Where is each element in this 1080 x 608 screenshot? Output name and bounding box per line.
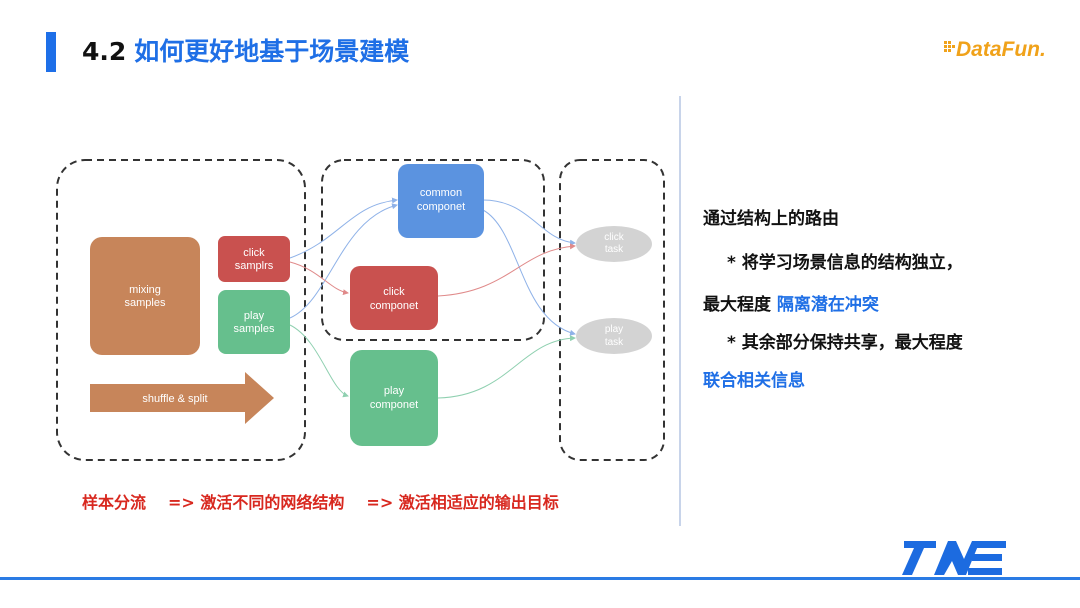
mixing-samples-label-2: samples — [125, 297, 166, 309]
right-heading: 通过结构上的路由 — [703, 209, 839, 229]
diagram-caption: 样本分流 => 激活不同的网络结构 => 激活相适应的输出目标 — [82, 489, 581, 513]
click-componet-label-2: componet — [370, 300, 418, 312]
click-task-label-2: task — [605, 244, 624, 255]
edge-play-to-common — [289, 203, 398, 319]
logo-text: DataFun. — [956, 38, 1046, 61]
caption-part-1: 样本分流 — [82, 493, 147, 512]
input-group-box — [56, 159, 306, 461]
mixing-samples-label-1: mixing — [129, 284, 161, 296]
common-componet-label-2: componet — [417, 201, 465, 213]
title-number: 4.2 — [82, 37, 127, 66]
datafun-logo: DataFun. — [944, 38, 1046, 61]
play-samples-label-2: samples — [234, 323, 275, 335]
play-componet-node — [350, 350, 438, 446]
play-task-label-2: task — [605, 337, 624, 348]
click-samples-node — [218, 236, 290, 282]
mixing-samples-node — [90, 237, 200, 355]
right-point-1-prefix: 最大程度 — [703, 295, 777, 315]
click-componet-node — [350, 266, 438, 330]
common-componet-node — [398, 164, 484, 238]
tme-logo — [902, 541, 1006, 575]
caption-part-3: => 激活相适应的输出目标 — [366, 493, 559, 512]
click-task-node — [576, 226, 652, 262]
play-samples-node — [218, 290, 290, 354]
click-task-label-1: click — [604, 232, 624, 243]
edge-common-to-clicktask — [482, 199, 576, 246]
caption-part-2: => 激活不同的网络结构 — [168, 493, 345, 512]
click-samples-label-2: samplrs — [235, 260, 274, 272]
common-componet-label-1: common — [420, 187, 462, 199]
task-group-box — [559, 159, 665, 461]
right-point-2: * 其余部分保持共享，最大程度 — [727, 333, 963, 353]
edge-clickcomp-to-clicktask — [437, 243, 576, 297]
play-task-label-1: play — [605, 324, 623, 335]
routing-diagram: mixing samples click samplrs play sample… — [56, 159, 665, 461]
shuffle-split-label: shuffle & split — [142, 393, 207, 405]
footer-rule — [0, 577, 1080, 580]
edge-click-to-common — [289, 197, 398, 259]
edge-common-to-playtask — [482, 209, 576, 336]
right-point-1: * 将学习场景信息的结构独立， — [727, 253, 963, 273]
right-highlight-isolate: 隔离潜在冲突 — [776, 295, 879, 315]
vertical-divider — [679, 96, 681, 526]
right-highlight-joint: 联合相关信息 — [703, 371, 805, 391]
title-accent-bar — [46, 32, 56, 72]
click-samples-label-1: click — [243, 247, 265, 259]
play-componet-label-1: play — [384, 385, 405, 397]
component-group-box — [321, 159, 545, 341]
click-componet-label-1: click — [383, 286, 405, 298]
play-task-node — [576, 318, 652, 354]
shuffle-split-arrow — [90, 372, 274, 424]
edge-play-to-playcomp — [289, 324, 349, 398]
play-componet-label-2: componet — [370, 399, 418, 411]
edge-playcomp-to-playtask — [437, 335, 576, 399]
edge-click-to-clickcomp — [289, 261, 349, 296]
right-point-1-cont: 最大程度 隔离潜在冲突 — [703, 290, 879, 315]
play-samples-label-1: play — [244, 310, 265, 322]
title-text: 如何更好地基于场景建模 — [134, 37, 410, 66]
